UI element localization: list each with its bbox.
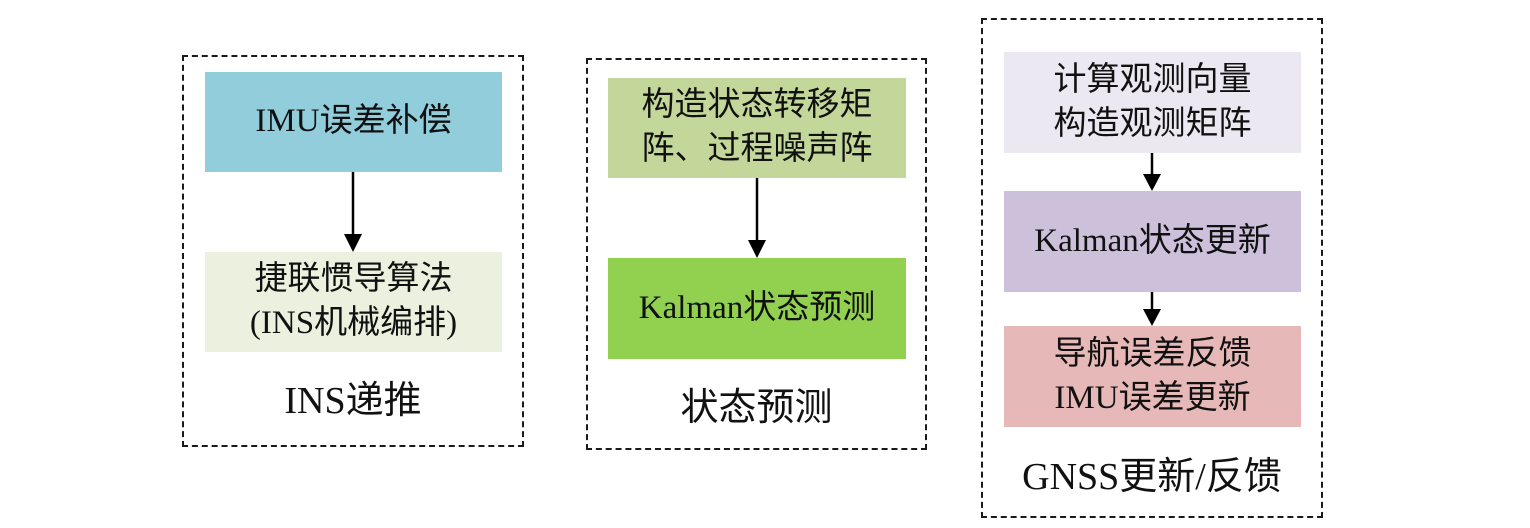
- strapdown-algorithm-text-line1: 捷联惯导算法: [254, 261, 453, 298]
- gnss-update-group: [981, 18, 1323, 518]
- error-feedback-text-line1: 导航误差反馈: [1053, 335, 1252, 372]
- imu-error-compensation-box: IMU误差补偿: [205, 72, 502, 172]
- kalman-predict-box: Kalman状态预测: [608, 258, 906, 359]
- state-prediction-group: [586, 58, 927, 450]
- state-prediction-label: 状态预测: [680, 387, 833, 429]
- imu-error-compensation-text: IMU误差补偿: [255, 103, 452, 140]
- strapdown-algorithm-text-line2: (INS机械编排): [249, 305, 458, 341]
- observation-vector-box: 计算观测向量 构造观测矩阵: [1004, 52, 1301, 153]
- ins-propagation-group: [182, 55, 524, 447]
- kalman-update-text: Kalman状态更新: [1034, 222, 1271, 259]
- transition-matrix-text-line2: 阵、过程噪声阵: [641, 131, 873, 167]
- observation-vector-text-line1: 计算观测向量: [1053, 61, 1252, 98]
- transition-matrix-text-line1: 构造状态转移矩: [641, 87, 873, 124]
- strapdown-algorithm-box: 捷联惯导算法 (INS机械编排): [205, 252, 502, 352]
- kalman-update-box: Kalman状态更新: [1004, 191, 1301, 292]
- error-feedback-text-line2: IMU误差更新: [1054, 379, 1251, 416]
- transition-matrix-box: 构造状态转移矩 阵、过程噪声阵: [608, 78, 906, 178]
- error-feedback-box: 导航误差反馈 IMU误差更新: [1004, 326, 1301, 427]
- kalman-predict-text: Kalman状态预测: [638, 289, 876, 326]
- gnss-update-label: GNSS更新/反馈: [1022, 456, 1282, 498]
- ins-propagation-label: INS递推: [284, 380, 422, 422]
- observation-vector-text-line2: 构造观测矩阵: [1053, 105, 1252, 142]
